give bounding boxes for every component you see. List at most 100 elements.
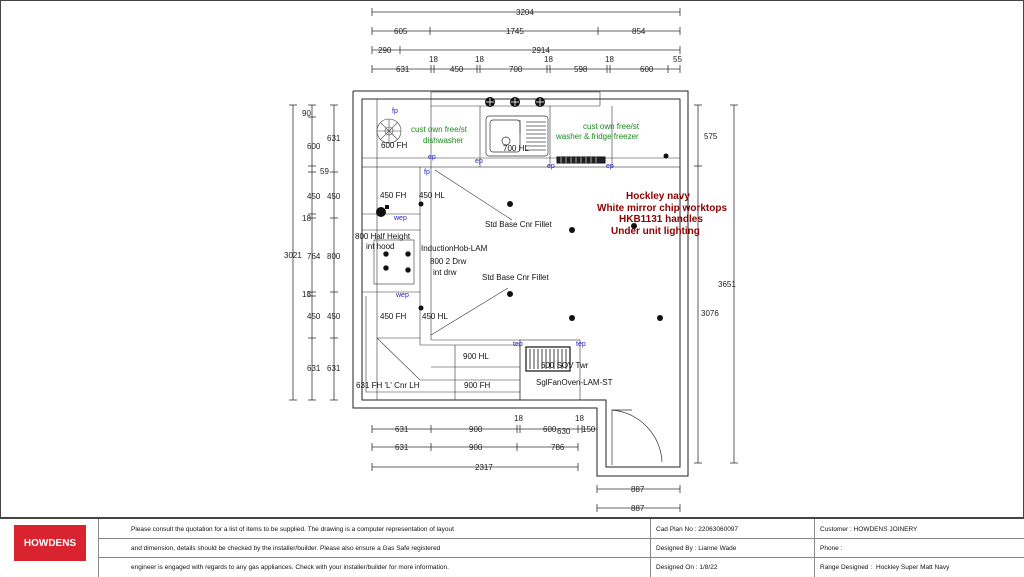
- dim-left-5: 18: [302, 214, 311, 223]
- howdens-logo: HOWDENS: [14, 525, 86, 561]
- marker-ep-4: ep: [606, 163, 614, 170]
- dim-bottom-3: 18: [514, 414, 523, 423]
- label-dishwasher-2: dishwasher: [423, 136, 464, 145]
- marker-wep-1: wep: [393, 215, 407, 222]
- label-fh600: 600 FH: [381, 141, 407, 150]
- label-half-height-1: 800 Half Height: [355, 232, 411, 241]
- phone: Phone :: [820, 545, 843, 552]
- dim-mid-2: 450: [327, 192, 341, 201]
- designed-by: Designed By : Lianne Wade: [656, 545, 737, 552]
- door-swing: [611, 409, 663, 465]
- kitchen-floor-plan: 3204 605 1745 854 290 2914 631 18 450 18…: [0, 0, 1024, 518]
- dim-top-4: 290: [378, 46, 392, 55]
- dim-door-2: 887: [631, 504, 645, 513]
- dim-bottom-overall: 2317: [475, 463, 493, 472]
- label-fillet-1: Std Base Cnr Fillet: [485, 220, 552, 229]
- dim-bottom-2: 900: [469, 425, 483, 434]
- dim-door-1: 887: [631, 485, 645, 494]
- dim-row4-6: 18: [544, 55, 553, 64]
- dim-bottom-6: 630: [557, 427, 571, 436]
- label-corner: 631 FH 'L' Cnr LH: [356, 381, 420, 390]
- dim-left-8: 450: [307, 312, 321, 321]
- kettle-icon: [376, 205, 389, 217]
- dim-top-5: 2914: [532, 46, 550, 55]
- range-designed-label: Range Designed :: [820, 564, 873, 571]
- title-block: HOWDENS Please consult the quotation for…: [0, 518, 1024, 577]
- marker-fp-1: fp: [392, 108, 398, 115]
- dim-bottom-9: 900: [469, 443, 483, 452]
- left-run: [362, 167, 432, 345]
- dim-bottom-5: 18: [575, 414, 584, 423]
- left-dimensions: [289, 104, 338, 401]
- dim-row4-1: 631: [396, 65, 410, 74]
- dim-bottom-10: 786: [551, 443, 565, 452]
- note-handles: HKB1131 handles: [619, 214, 703, 225]
- label-hl450-bot: 450 HL: [422, 312, 448, 321]
- label-drw-1: 800 2 Drw: [430, 257, 467, 266]
- customer: Customer : HOWDENS JOINERY: [820, 526, 918, 533]
- note-lighting: Under unit lighting: [611, 226, 700, 237]
- cad-plan-number: Cad Plan No : 22063060097: [656, 526, 739, 533]
- dim-left-4: 450: [307, 192, 321, 201]
- label-fillet-2: Std Base Cnr Fillet: [482, 273, 549, 282]
- bottom-dimensions: [371, 425, 681, 512]
- marker-fp-2: fp: [424, 169, 430, 176]
- label-hl900: 900 HL: [463, 352, 489, 361]
- label-dishwasher-1: cust own free/st: [411, 125, 468, 134]
- dim-right-3: 3076: [701, 309, 719, 318]
- dim-row4-3: 450: [450, 65, 464, 74]
- label-sov: 600 SOV Twr: [541, 361, 589, 370]
- extractor-fan-icon: [376, 118, 402, 144]
- top-dimensions: [371, 8, 681, 73]
- dim-overall-height: 3021: [284, 251, 302, 260]
- dim-mid-1: 631: [327, 134, 341, 143]
- hob-icon: [383, 251, 411, 273]
- dim-row4-5: 700: [509, 65, 523, 74]
- disclaimer-line-3: engineer is engaged with regards to any …: [131, 564, 449, 571]
- label-fh450-top: 450 FH: [380, 191, 406, 200]
- dim-row4-9: 600: [640, 65, 654, 74]
- dim-mid-4: 450: [327, 312, 341, 321]
- dim-bottom-7: 150: [582, 425, 596, 434]
- dim-top-2: 1745: [506, 27, 524, 36]
- oven-tower: [519, 339, 581, 401]
- dim-mid-3: 800: [327, 252, 341, 261]
- marker-wep-2: wep: [395, 292, 409, 299]
- marker-tep-1: tep: [513, 341, 523, 348]
- dim-overall-width: 3204: [516, 8, 534, 17]
- marker-ep-1: ep: [428, 154, 436, 161]
- label-washer-1: cust own free/st: [583, 122, 640, 131]
- dim-left-2: 600: [307, 142, 321, 151]
- dim-left-6: 764: [307, 252, 321, 261]
- dim-row4-2: 18: [429, 55, 438, 64]
- sink-icon: [485, 115, 549, 157]
- right-dimensions: [694, 104, 738, 464]
- dim-right-2: 3651: [718, 280, 736, 289]
- marker-ep-2: ep: [475, 158, 483, 165]
- label-hl450-top: 450 HL: [419, 191, 445, 200]
- dim-right-1: 575: [704, 132, 718, 141]
- label-fh900: 900 FH: [464, 381, 490, 390]
- designed-on: Designed On : 1/8/22: [656, 564, 718, 571]
- marker-tep-2: tep: [576, 341, 586, 348]
- dim-row4-4: 18: [475, 55, 484, 64]
- label-half-height-2: int hood: [366, 242, 394, 251]
- disclaimer-line-2: and dimension, details should be checked…: [131, 545, 441, 552]
- dim-top-3: 854: [632, 27, 646, 36]
- dim-mid-5: 631: [327, 364, 341, 373]
- label-fh450-bot: 450 FH: [380, 312, 406, 321]
- dim-left-1: 90: [302, 109, 311, 118]
- note-colour: Hockley navy: [626, 191, 690, 202]
- dim-row4-7: 598: [574, 65, 588, 74]
- label-washer-2: washer & fridge freezer: [555, 132, 639, 141]
- disclaimer-line-1: Please consult the quotation for a list …: [131, 526, 454, 533]
- dim-left-3: 59: [320, 167, 329, 176]
- dim-row4-10: 55: [673, 55, 682, 64]
- dim-bottom-4: 600: [543, 425, 557, 434]
- label-hob: InductionHob-LAM: [421, 244, 488, 253]
- dim-left-9: 631: [307, 364, 321, 373]
- dim-top-1: 605: [394, 27, 408, 36]
- dim-left-7: 18: [302, 290, 311, 299]
- label-oven: SglFanOven-LAM-ST: [536, 378, 613, 387]
- top-run: [361, 91, 681, 400]
